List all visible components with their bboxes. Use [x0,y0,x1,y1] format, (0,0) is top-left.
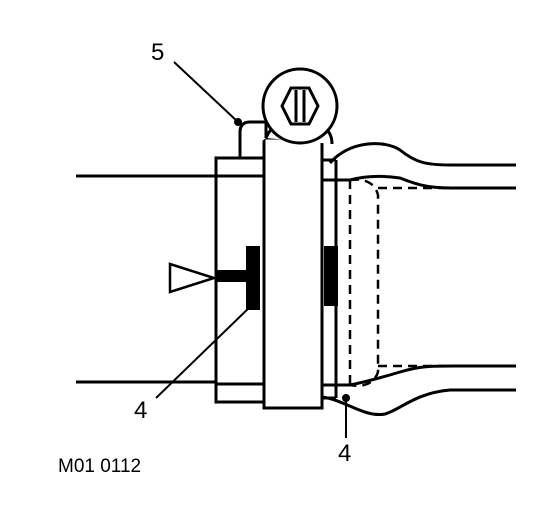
clamp-band [262,136,324,410]
leader-dot-4-left [249,300,257,308]
alignment-mark-left-horizontal [216,270,260,282]
clamp-screw [238,67,339,158]
hose-outer-top [328,142,516,167]
left-pipe [76,174,218,384]
callout-5: 5 [151,39,164,66]
callout-4-right: 4 [338,440,351,467]
leader-dot-5 [234,118,242,126]
leader-dot-4-right [342,394,350,402]
callout-4-left: 4 [134,397,147,424]
leader-line-5 [173,61,239,123]
hidden-pipe-end [348,178,516,387]
clamp-screw-bracket [238,120,268,158]
hidden-pipe-bead [349,178,380,387]
leader-lines [155,61,350,438]
figure-code: M01 0112 [58,456,141,477]
alignment-mark-right-vertical [324,246,338,306]
hex-socket-icon [280,86,320,126]
hose-outer-bottom [321,388,516,417]
leader-line-4-left [155,303,254,399]
direction-arrow-icon [168,262,219,294]
alignment-marks [216,246,338,310]
